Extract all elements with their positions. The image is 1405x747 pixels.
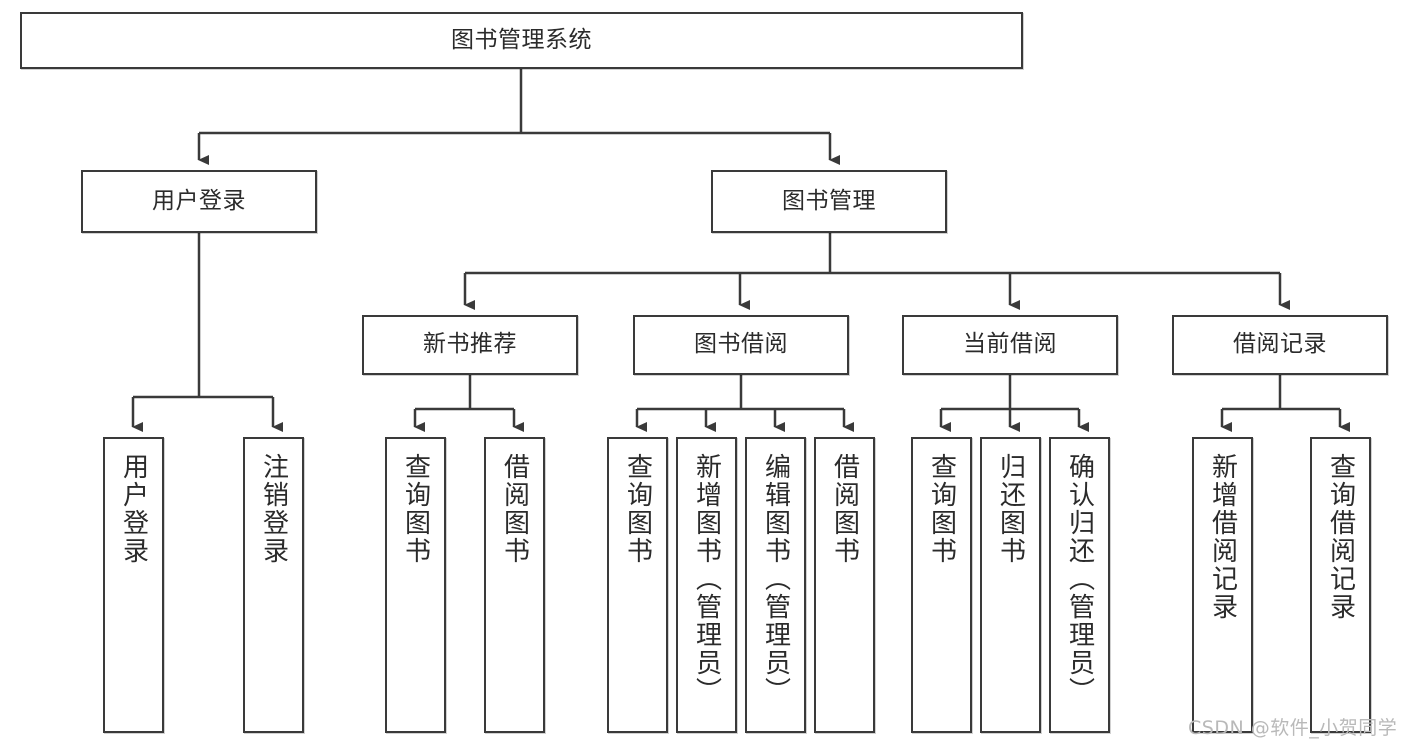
node-label: 借阅图书 xyxy=(499,453,530,565)
leaf-borrow-book-recommend[interactable]: 借阅图书 xyxy=(484,437,545,733)
leaf-edit-book-admin[interactable]: 编辑图书（管理员） xyxy=(745,437,806,733)
leaf-confirm-return-admin[interactable]: 确认归还（管理员） xyxy=(1049,437,1110,733)
leaf-query-book-current[interactable]: 查询图书 xyxy=(911,437,972,733)
node-label: 当前借阅 xyxy=(963,331,1057,358)
node-label: 查询图书 xyxy=(400,453,431,565)
node-label: 新增借阅记录 xyxy=(1207,453,1238,621)
leaf-user-login[interactable]: 用户登录 xyxy=(103,437,164,733)
node-book-management[interactable]: 图书管理 xyxy=(711,170,947,233)
node-label: 新书推荐 xyxy=(423,331,517,358)
node-label: 确认归还（管理员） xyxy=(1064,453,1095,705)
leaf-add-borrow-record[interactable]: 新增借阅记录 xyxy=(1192,437,1253,733)
node-label: 用户登录 xyxy=(152,187,246,214)
leaf-query-book-recommend[interactable]: 查询图书 xyxy=(385,437,446,733)
node-label: 借阅图书 xyxy=(829,453,860,565)
node-book-borrow[interactable]: 图书借阅 xyxy=(633,315,849,375)
node-label: 查询借阅记录 xyxy=(1325,453,1356,621)
node-label: 查询图书 xyxy=(622,453,653,565)
node-label: 注销登录 xyxy=(258,453,289,565)
node-user-login[interactable]: 用户登录 xyxy=(81,170,317,233)
node-label: 借阅记录 xyxy=(1233,331,1327,358)
leaf-query-borrow-record[interactable]: 查询借阅记录 xyxy=(1310,437,1371,733)
watermark: CSDN @软件_小贺同学 xyxy=(1188,717,1398,739)
node-label: 归还图书 xyxy=(995,453,1026,565)
leaf-query-book-borrow[interactable]: 查询图书 xyxy=(607,437,668,733)
node-label: 用户登录 xyxy=(118,453,149,565)
node-label: 图书借阅 xyxy=(694,331,788,358)
node-label: 图书管理系统 xyxy=(451,26,592,53)
node-label: 编辑图书（管理员） xyxy=(760,453,791,705)
node-borrow-records[interactable]: 借阅记录 xyxy=(1172,315,1388,375)
leaf-return-book[interactable]: 归还图书 xyxy=(980,437,1041,733)
node-root-system[interactable]: 图书管理系统 xyxy=(20,12,1023,69)
node-new-book-recommend[interactable]: 新书推荐 xyxy=(362,315,578,375)
leaf-logout[interactable]: 注销登录 xyxy=(243,437,304,733)
node-current-borrow[interactable]: 当前借阅 xyxy=(902,315,1118,375)
node-label: 新增图书（管理员） xyxy=(691,453,722,705)
leaf-borrow-book[interactable]: 借阅图书 xyxy=(814,437,875,733)
node-label: 查询图书 xyxy=(926,453,957,565)
leaf-add-book-admin[interactable]: 新增图书（管理员） xyxy=(676,437,737,733)
node-label: 图书管理 xyxy=(782,187,876,214)
